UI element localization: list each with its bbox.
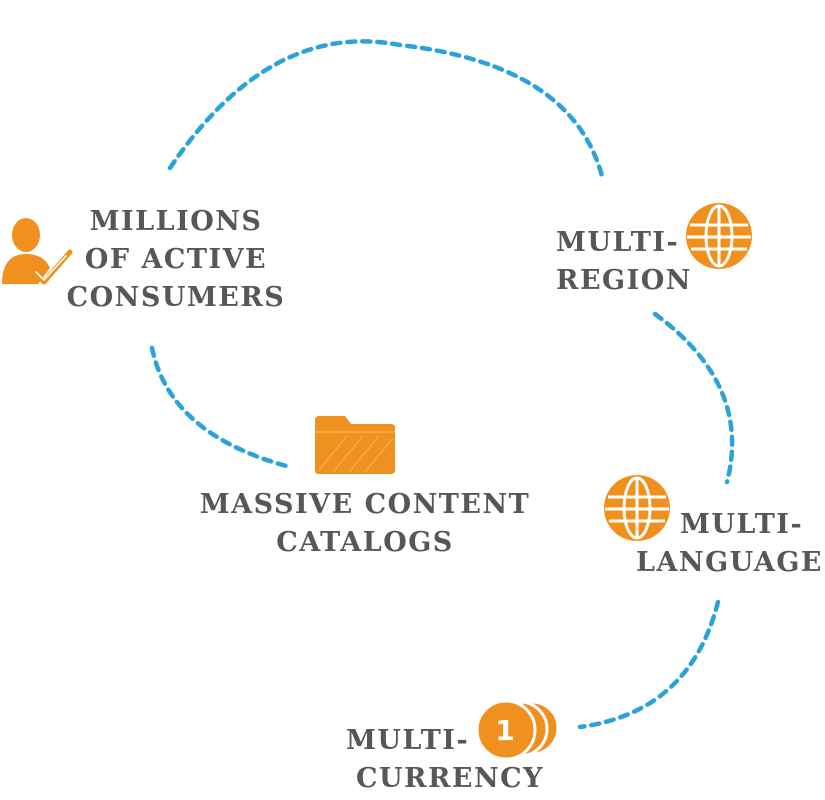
globe-icon bbox=[604, 475, 670, 541]
coins-icon: 1 bbox=[475, 699, 560, 761]
region-label-line-1: MULTI- bbox=[556, 227, 680, 258]
currency-label-line-1: MULTI- bbox=[346, 725, 470, 756]
content-label: MASSIVE CONTENT CATALOGS bbox=[190, 486, 540, 562]
region-label: MULTI- REGION bbox=[556, 224, 692, 300]
arc-language-to-currency bbox=[577, 599, 721, 730]
region-label-line-2: REGION bbox=[556, 265, 692, 296]
consumers-label-line-2: OF ACTIVE bbox=[84, 244, 268, 275]
coin-numeral: 1 bbox=[495, 714, 514, 747]
language-label-line-1: MULTI- bbox=[680, 509, 804, 540]
language-label: MULTI- LANGUAGE bbox=[636, 506, 825, 582]
currency-label: MULTI- CURRENCY bbox=[346, 722, 544, 798]
user-check-icon bbox=[2, 218, 73, 285]
content-label-line-1: MASSIVE CONTENT bbox=[199, 489, 531, 520]
language-label-line-2: LANGUAGE bbox=[636, 547, 823, 578]
currency-label-line-2: CURRENCY bbox=[356, 763, 544, 794]
consumers-label: MILLIONS OF ACTIVE CONSUMERS bbox=[62, 203, 290, 317]
arc-consumers-to-content bbox=[149, 345, 293, 470]
arc-region-to-language bbox=[652, 311, 735, 485]
consumers-label-line-1: MILLIONS bbox=[89, 206, 263, 237]
content-label-line-2: CATALOGS bbox=[276, 527, 454, 558]
consumers-label-line-3: CONSUMERS bbox=[66, 282, 286, 313]
globe-icon bbox=[686, 203, 752, 269]
arc-consumers-to-region bbox=[167, 39, 606, 183]
folder-icon bbox=[315, 416, 395, 474]
